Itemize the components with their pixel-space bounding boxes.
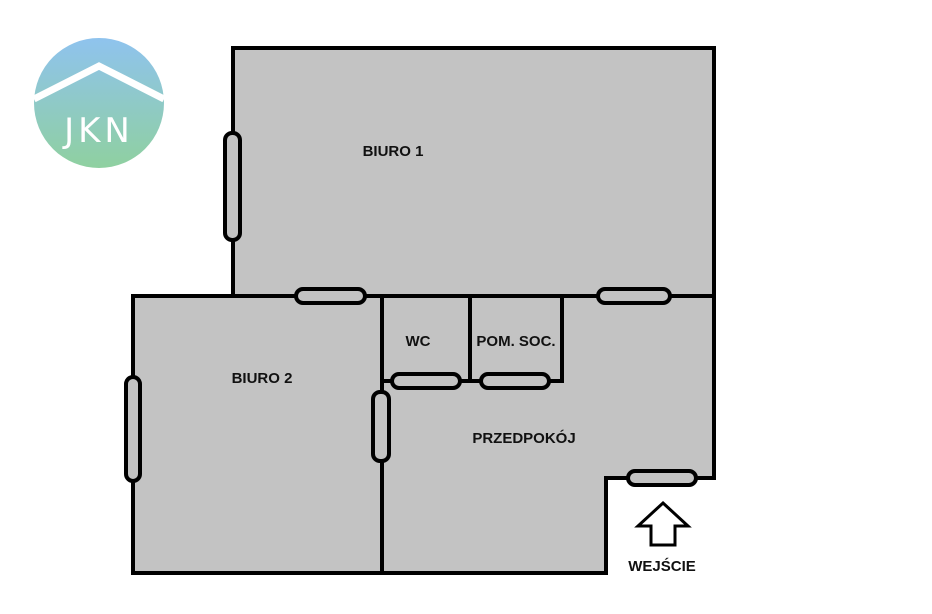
- room-label-wc: WC: [406, 333, 431, 350]
- room-label-biuro-2: BIURO 2: [232, 370, 293, 387]
- entrance-door: [626, 469, 698, 487]
- window-biuro-2: [124, 375, 142, 483]
- window-biuro-1: [223, 131, 242, 242]
- company-logo: JKN: [32, 38, 166, 168]
- room-label-przedpokoj: PRZEDPOKÓJ: [472, 429, 575, 447]
- door-biuro-1-biuro-2: [294, 287, 367, 305]
- logo-text: JKN: [62, 111, 134, 151]
- room-biuro-1: [233, 48, 714, 296]
- room-label-pom-soc: POM. SOC.: [476, 333, 555, 350]
- floor-areas: [133, 48, 714, 573]
- logo-circle: [34, 38, 164, 168]
- door-pom-soc: [479, 372, 551, 390]
- door-biuro-2: [371, 390, 391, 463]
- door-wc: [390, 372, 462, 390]
- room-przedpokoj: [382, 296, 714, 573]
- openings: [124, 131, 698, 487]
- door-biuro-1-przedpokoj: [596, 287, 672, 305]
- room-label-biuro-1: BIURO 1: [363, 143, 424, 160]
- room-biuro-2: [133, 296, 382, 573]
- arrow-up-icon: [634, 500, 692, 547]
- entrance-label: WEJŚCIE: [628, 557, 696, 575]
- house-roof-icon: [32, 62, 166, 103]
